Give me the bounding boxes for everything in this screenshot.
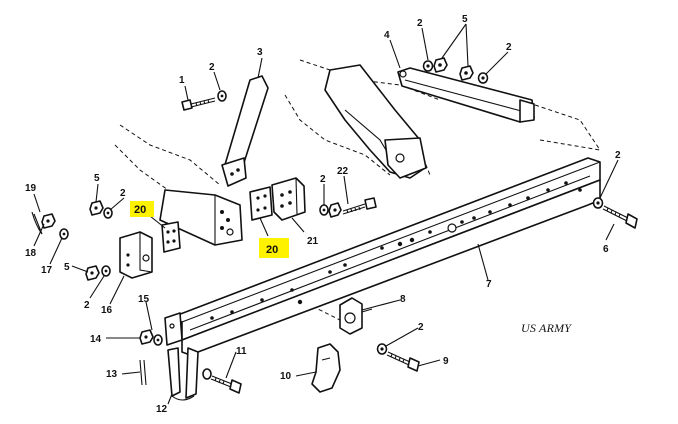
callout-13: 13 — [106, 369, 118, 380]
callout-8: 8 — [400, 294, 406, 305]
callout-11: 11 — [236, 346, 247, 357]
callout-12: 12 — [156, 404, 168, 415]
center-bracket — [324, 64, 427, 179]
highlight-20-right — [259, 238, 289, 258]
callout-18: 18 — [25, 248, 37, 259]
callout-5: 5 — [64, 262, 70, 273]
washer-upper-left — [217, 90, 227, 102]
mounting-block — [119, 231, 153, 279]
credit-label: US ARMY — [521, 321, 572, 335]
highlight-20-left — [130, 201, 154, 217]
main-frame-rail — [164, 157, 601, 356]
callout-labels: 1 2 3 4 2 5 2 19 18 17 5 2 20 2 22 21 20… — [25, 14, 621, 415]
bracket-fasteners — [319, 197, 377, 218]
callout-2: 2 — [418, 322, 424, 333]
shackle-fasteners — [139, 329, 163, 386]
callout-16: 16 — [101, 305, 113, 316]
left-fasteners-upper — [89, 200, 113, 219]
callout-15: 15 — [138, 294, 150, 305]
callout-5: 5 — [94, 173, 100, 184]
gusset-plate-left — [161, 221, 181, 253]
support-bracket — [271, 177, 306, 221]
bolt-9 — [376, 343, 420, 372]
u-shackle — [167, 347, 199, 401]
angle-bracket — [221, 75, 269, 187]
crossmember-arm — [397, 67, 535, 123]
left-rail-stub — [159, 189, 243, 246]
clip-assembly — [31, 211, 69, 240]
callout-2: 2 — [320, 174, 326, 185]
bolt-1 — [181, 97, 216, 111]
callout-3: 3 — [257, 47, 263, 58]
callout-4: 4 — [384, 30, 390, 41]
callout-14: 14 — [90, 334, 102, 345]
callout-21: 21 — [307, 236, 319, 247]
callout-2: 2 — [209, 62, 215, 73]
callout-5: 5 — [462, 14, 468, 25]
callout-2: 2 — [615, 150, 621, 161]
callout-20: 20 — [134, 204, 146, 216]
bolt-11 — [202, 368, 242, 394]
callout-17: 17 — [41, 265, 53, 276]
callout-20: 20 — [266, 244, 278, 256]
callout-10: 10 — [280, 371, 292, 382]
gusset-plate-right — [249, 186, 273, 221]
leader-lines — [33, 23, 619, 405]
bolt-6 — [592, 197, 638, 229]
callout-2: 2 — [120, 188, 126, 199]
callout-9: 9 — [443, 356, 449, 367]
clevis-hook — [311, 343, 341, 393]
callout-19: 19 — [25, 183, 37, 194]
left-fasteners-lower — [85, 265, 111, 281]
callout-22: 22 — [337, 166, 349, 177]
callout-2: 2 — [506, 42, 512, 53]
callout-2: 2 — [84, 300, 90, 311]
arm-fasteners — [422, 57, 489, 84]
tow-bracket — [339, 297, 373, 335]
callout-1: 1 — [179, 75, 185, 86]
callout-7: 7 — [486, 279, 492, 290]
callout-2: 2 — [417, 18, 423, 29]
callout-6: 6 — [603, 244, 609, 255]
